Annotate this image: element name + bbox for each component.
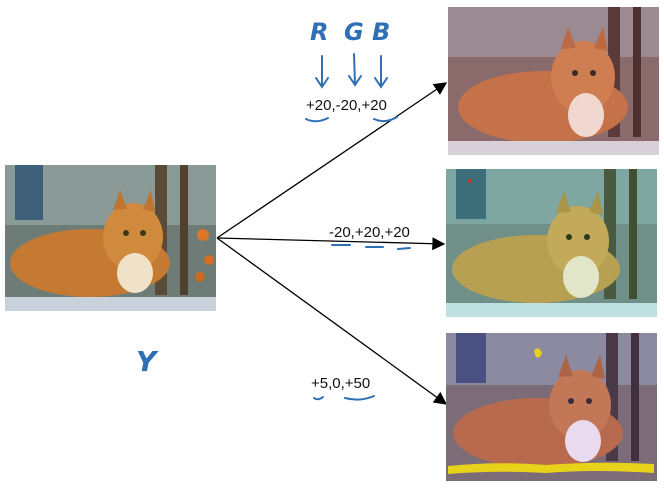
channel-b-label: B xyxy=(372,18,391,46)
variant-photo-2 xyxy=(446,169,657,317)
adjustment-label-1: +20,-20,+20 xyxy=(306,97,387,114)
r-down-arrow-icon xyxy=(315,55,329,89)
channel-arrows xyxy=(315,53,388,89)
g-down-arrow-icon xyxy=(348,53,362,87)
adjustment-label-3: +5,0,+50 xyxy=(311,375,371,392)
b-down-arrow-icon xyxy=(374,55,388,89)
adjustment-label-2: -20,+20,+20 xyxy=(329,224,410,241)
variant-photo-1 xyxy=(448,7,659,155)
arrow-to-bottom xyxy=(216,237,448,405)
variant-photo-3 xyxy=(446,333,657,481)
underlines xyxy=(305,116,411,401)
underline-top-right xyxy=(373,116,398,123)
yellow-mark-ground xyxy=(448,462,654,474)
arrow-to-top xyxy=(216,82,448,239)
source-cat-photo xyxy=(5,165,216,311)
y-label: Y xyxy=(136,345,157,378)
underline-mid-3 xyxy=(397,247,411,250)
arrow-to-middle xyxy=(216,237,446,251)
channel-g-label: G xyxy=(344,18,364,46)
channel-r-label: R xyxy=(310,18,329,46)
underline-bottom-right xyxy=(344,395,375,401)
underline-top-left xyxy=(305,117,329,123)
yellow-mark-ear xyxy=(534,348,542,358)
underline-bottom-left xyxy=(313,396,324,401)
